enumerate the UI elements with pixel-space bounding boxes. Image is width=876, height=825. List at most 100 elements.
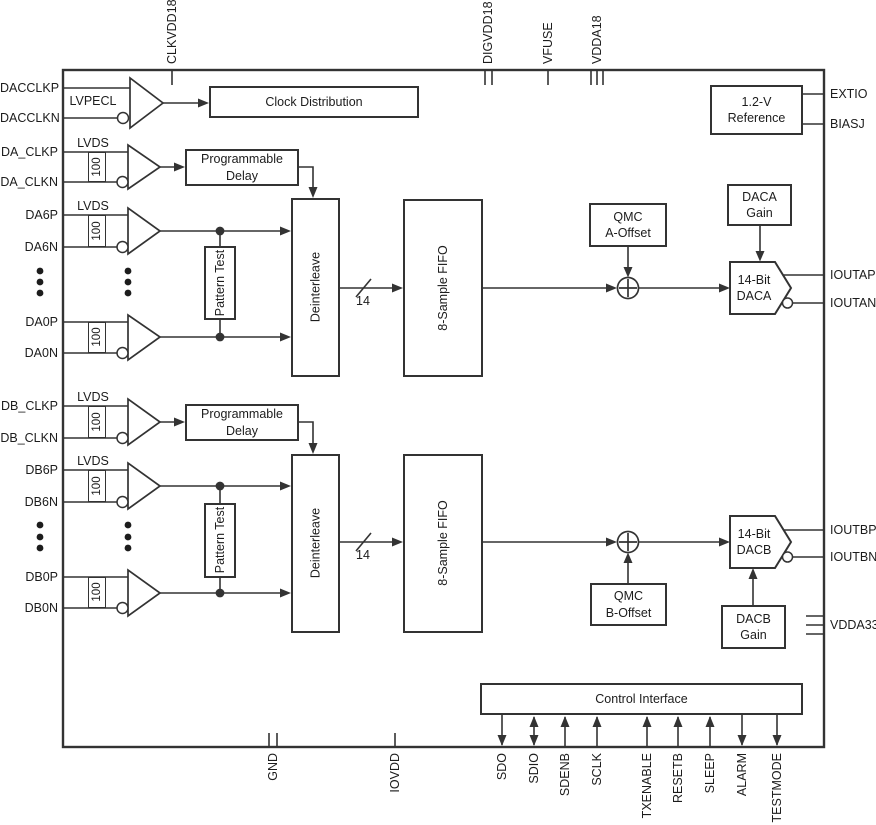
block-programmable-delay-a: Programmable Delay (185, 149, 299, 186)
dac-b-label: 14-Bit DACB (736, 526, 772, 557)
dac-b-symbol (729, 515, 794, 569)
lvds-label: LVDS (77, 199, 109, 213)
pin-label-ioutan: IOUTAN (830, 296, 876, 310)
pin-label-ioutap: IOUTAP (830, 268, 876, 282)
block-label: A-Offset (605, 226, 651, 240)
block-label: DACB (736, 611, 771, 626)
fifo-a-label: 8-Sample FIFO (436, 245, 450, 331)
deinterleave-a-label: Deinterleave (308, 251, 323, 323)
pin-label-da6n: DA6N (24, 240, 58, 254)
termination-resistor-a0 (88, 322, 106, 353)
pin-label-extio: EXTIO (830, 87, 868, 101)
pin-label-gnd: GND (266, 753, 280, 781)
buffer-triangles (127, 76, 165, 618)
arrowheads (174, 98, 782, 746)
termination-value: 100 (91, 476, 103, 496)
block-daca-gain: DACA Gain (727, 184, 792, 226)
pin-label-da0p: DA0P (25, 315, 58, 329)
block-deinterleave-a (291, 198, 340, 377)
deinterleave-b-label: Deinterleave (308, 507, 323, 579)
summing-junction-b (616, 530, 640, 554)
pin-label-ioutbn: IOUTBN (830, 550, 876, 564)
pin-label-da-clkp: DA_CLKP (1, 145, 58, 159)
pin-label-da-clkn: DA_CLKN (0, 175, 58, 189)
termination-resistor-b6 (88, 470, 106, 502)
ellipsis-dots (36, 267, 132, 552)
pin-label-vdda18: VDDA18 (590, 15, 604, 64)
pin-label-db0n: DB0N (24, 601, 58, 615)
pin-label-alarm: ALARM (735, 753, 749, 797)
block-label: Clock Distribution (265, 94, 363, 109)
lvds-label: LVDS (77, 136, 109, 150)
block-deinterleave-b (291, 454, 340, 633)
block-label: Programmable (201, 407, 283, 422)
junction-dots (215, 226, 225, 598)
lvds-label: LVDS (77, 390, 109, 404)
block-label: Delay (226, 423, 258, 438)
termination-resistor-b0 (88, 577, 106, 608)
pin-label-sclk: SCLK (590, 753, 604, 786)
termination-value: 100 (91, 582, 103, 602)
termination-resistor-aclk (88, 152, 106, 182)
block-label: Programmable (201, 152, 283, 167)
inversion-bubbles (116, 111, 130, 615)
pin-label-txenable: TXENABLE (640, 753, 654, 819)
fifo-b-label: 8-Sample FIFO (436, 500, 450, 586)
power-ticks-right (806, 615, 824, 635)
pin-label-db6p: DB6P (25, 463, 58, 477)
block-fifo-b (403, 454, 483, 633)
block-pattern-test-b (204, 503, 236, 578)
bus-width-a: 14 (356, 294, 370, 308)
pin-label-db-clkp: DB_CLKP (1, 399, 58, 413)
block-dacb-gain: DACB Gain (721, 605, 786, 649)
block-label: Reference (727, 111, 786, 125)
block-reference: 1.2-V Reference (710, 85, 803, 135)
block-label: Gain (740, 628, 767, 642)
pin-label-db0p: DB0P (25, 570, 58, 584)
pin-label-vfuse: VFUSE (541, 22, 555, 64)
lvpecl-label: LVPECL (69, 94, 117, 108)
block-label: 1.2-V (741, 94, 772, 109)
pin-label-da0n: DA0N (24, 346, 58, 360)
pin-label-vdda33: VDDA33 (830, 618, 876, 632)
pin-label-sdo: SDO (495, 753, 509, 781)
pin-label-biasj: BIASJ (830, 117, 865, 131)
termination-value: 100 (91, 412, 103, 432)
lvds-label: LVDS (77, 454, 109, 468)
block-label: Gain (746, 206, 773, 220)
pin-label-resetb: RESETB (671, 753, 685, 804)
dac-a-symbol (729, 261, 794, 315)
block-label: Control Interface (595, 691, 688, 706)
pin-label-testmode: TESTMODE (770, 753, 784, 823)
pin-label-clkvdd18: CLKVDD18 (165, 0, 179, 64)
bus-width-b: 14 (356, 548, 370, 562)
block-pattern-test-a (204, 246, 236, 320)
chip-outline (61, 68, 826, 749)
termination-resistor-bclk (88, 406, 106, 438)
pattern-test-b-label: Pattern Test (213, 506, 227, 574)
block-label: QMC (613, 589, 644, 604)
summing-junction-a (616, 276, 640, 300)
block-label: DACA (742, 189, 777, 204)
pin-label-sdenb: SDENB (558, 753, 572, 797)
pin-label-dacclkp: DACCLKP (0, 81, 60, 95)
pin-label-da6p: DA6P (25, 208, 58, 222)
pin-label-digvdd18: DIGVDD18 (481, 1, 495, 64)
pin-label-iovdd: IOVDD (388, 753, 402, 793)
block-programmable-delay-b: Programmable Delay (185, 404, 299, 441)
pin-label-dacclkn: DACCLKN (0, 111, 60, 125)
termination-value: 100 (91, 327, 103, 347)
pin-label-sleep: SLEEP (703, 753, 717, 794)
block-qmc-b-offset: QMC B-Offset (590, 583, 667, 626)
termination-value: 100 (91, 221, 103, 241)
block-label: B-Offset (605, 605, 652, 620)
pin-label-db-clkn: DB_CLKN (0, 431, 58, 445)
pin-label-sdio: SDIO (527, 753, 541, 784)
block-label: QMC (613, 209, 643, 224)
dac-a-label: 14-Bit DACA (736, 272, 772, 303)
block-clock-distribution: Clock Distribution (209, 86, 419, 118)
termination-resistor-a6 (88, 215, 106, 247)
power-ticks-top (171, 70, 604, 85)
pattern-test-a-label: Pattern Test (213, 249, 227, 317)
